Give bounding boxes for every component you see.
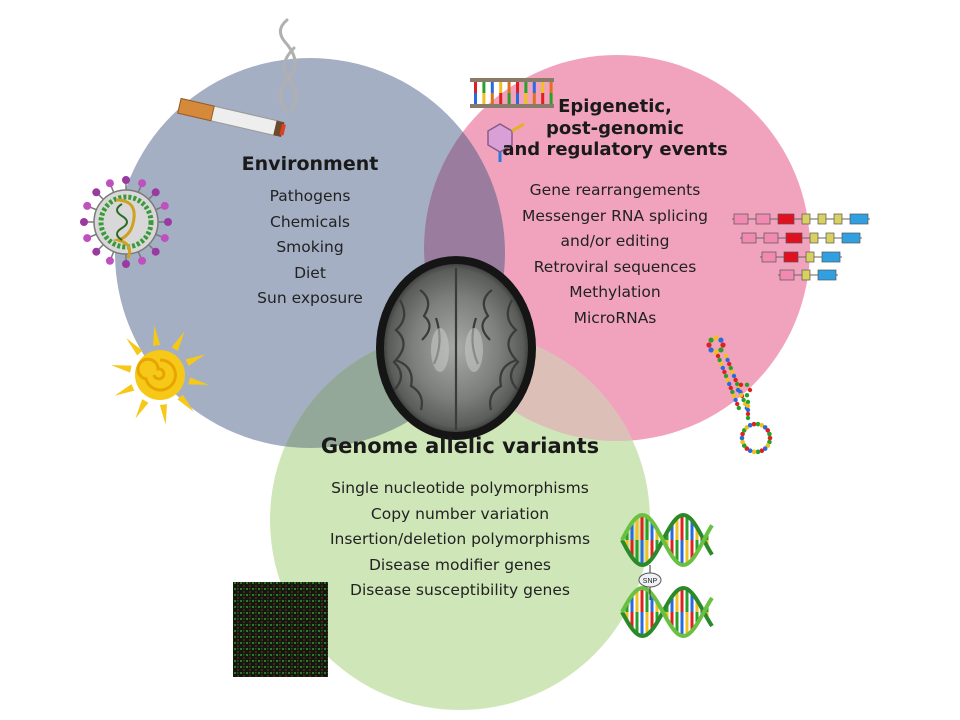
dna-ladder-icon (470, 78, 554, 108)
epi-genome-overlap (424, 330, 650, 441)
environment-list: Pathogens Chemicals Smoking Diet Sun exp… (160, 184, 460, 312)
list-item: and/or editing (560, 232, 670, 250)
sun-icon (110, 325, 210, 425)
title-line: and regulatory events (502, 139, 728, 160)
list-item: Retroviral sequences (533, 257, 697, 276)
epigenetic-list: Gene rearrangements Messenger RNA splici… (470, 178, 760, 331)
list-item: Pathogens (269, 187, 351, 205)
molecule-icon (487, 122, 525, 162)
list-item: Methylation (569, 283, 661, 301)
dna-helix-snp-icon (620, 512, 714, 639)
list-item: Disease susceptibility genes (350, 581, 570, 599)
env-genome-overlap (270, 330, 505, 448)
cigarette-icon (177, 18, 298, 137)
snp-label: SNP (643, 578, 658, 585)
genome-list: Single nucleotide polymorphisms Copy num… (260, 476, 660, 604)
list-item: Smoking (276, 238, 344, 256)
snp-badge: SNP (638, 572, 662, 588)
list-item: MicroRNAs (573, 308, 657, 327)
title-line: post-genomic (546, 117, 684, 139)
list-item: Insertion/deletion polymorphisms (329, 530, 591, 548)
list-item: Gene rearrangements (529, 181, 701, 199)
title-line: Epigenetic, (558, 96, 672, 117)
rna-hairpin-icon (706, 335, 773, 455)
environment-title: Environment (241, 153, 379, 175)
virus-icon (80, 176, 172, 268)
list-item: Chemicals (270, 212, 350, 231)
list-item: Messenger RNA splicing (521, 206, 708, 225)
epigenetic-title: Epigenetic, post-genomic and regulatory … (470, 96, 760, 161)
list-item: Sun exposure (257, 289, 363, 307)
gene-splicing-icon (732, 213, 870, 281)
genome-title: Genome allelic variants (320, 434, 600, 458)
list-item: Single nucleotide polymorphisms (331, 479, 589, 497)
list-item: Diet (294, 263, 326, 282)
list-item: Copy number variation (370, 504, 550, 523)
list-item: Disease modifier genes (368, 555, 552, 574)
brain-mri-image (376, 256, 536, 440)
microarray-image (233, 582, 328, 677)
